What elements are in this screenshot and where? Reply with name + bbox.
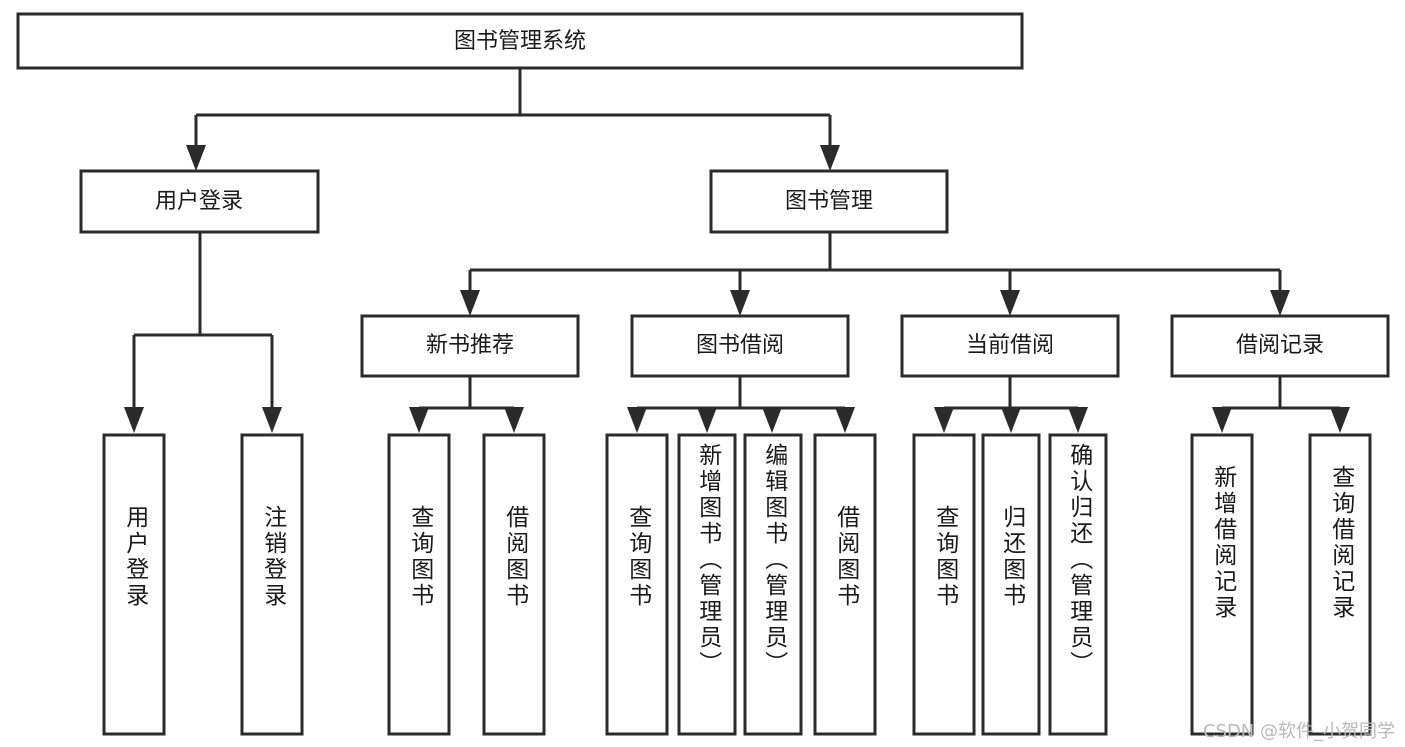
connector-bookmanage-to-level3 [460, 232, 1290, 316]
arrow-icon [697, 407, 717, 433]
arrow-icon [1000, 290, 1020, 316]
leaf-box-borrow-book-2[interactable] [813, 433, 877, 736]
leaf-box-add-record[interactable] [1190, 433, 1254, 736]
connector-userlogin-to-leaves [124, 232, 282, 433]
arrow-icon [1068, 407, 1088, 433]
arrow-icon [1270, 290, 1290, 316]
arrow-icon [1330, 407, 1350, 433]
arrow-icon [627, 407, 647, 433]
node-user-login[interactable]: 用户登录 [79, 169, 320, 234]
node-root[interactable]: 图书管理系统 [16, 12, 1024, 70]
leaf-box-user-login[interactable] [102, 433, 166, 736]
arrow-icon [762, 407, 782, 433]
node-current-borrow[interactable]: 当前借阅 [900, 314, 1120, 378]
node-new-book-recommend[interactable]: 新书推荐 [360, 314, 580, 378]
connector-newbook-to-leaves [409, 376, 524, 433]
leaf-box-query-book-2[interactable] [605, 433, 669, 736]
arrow-icon [460, 290, 480, 316]
connector-borrowrecord-to-leaves [1212, 376, 1350, 433]
leaf-box-borrow-book-1[interactable] [482, 433, 546, 736]
arrow-icon [820, 145, 840, 171]
node-borrow-record-label: 借阅记录 [1236, 333, 1324, 358]
node-borrow-record[interactable]: 借阅记录 [1170, 314, 1390, 378]
leaf-box-query-book-3[interactable] [912, 433, 976, 736]
arrow-icon [504, 407, 524, 433]
leaf-box-confirm-return[interactable] [1048, 433, 1108, 736]
leaf-box-return-book[interactable] [981, 433, 1041, 736]
node-root-label: 图书管理系统 [454, 29, 586, 54]
connector-bookborrow-to-leaves [627, 376, 855, 433]
node-user-login-label: 用户登录 [155, 189, 243, 214]
leaf-box-query-book-1[interactable] [387, 433, 451, 736]
connector-root-to-level2 [186, 68, 840, 171]
leaf-box-edit-book[interactable] [743, 433, 803, 736]
arrow-icon [835, 407, 855, 433]
leaf-box-user-logout[interactable] [240, 433, 304, 736]
arrow-icon [186, 145, 206, 171]
node-book-manage[interactable]: 图书管理 [709, 169, 949, 234]
arrow-icon [1001, 407, 1021, 433]
leaf-box-query-record[interactable] [1308, 433, 1372, 736]
connector-currentborrow-to-leaves [934, 376, 1088, 433]
arrow-icon [730, 290, 750, 316]
csdn-watermark: CSDN @软件_小贺同学 [1202, 721, 1395, 742]
node-book-borrow-label: 图书借阅 [696, 333, 784, 358]
arrow-icon [934, 407, 954, 433]
arrow-icon [1212, 407, 1232, 433]
arrow-icon [124, 407, 144, 433]
arrow-icon [409, 407, 429, 433]
leaf-boxes [102, 433, 1372, 736]
leaf-box-add-book[interactable] [677, 433, 737, 736]
node-new-book-recommend-label: 新书推荐 [426, 333, 514, 358]
node-book-manage-label: 图书管理 [785, 189, 873, 214]
node-current-borrow-label: 当前借阅 [966, 333, 1054, 358]
arrow-icon [262, 407, 282, 433]
node-book-borrow[interactable]: 图书借阅 [630, 314, 850, 378]
